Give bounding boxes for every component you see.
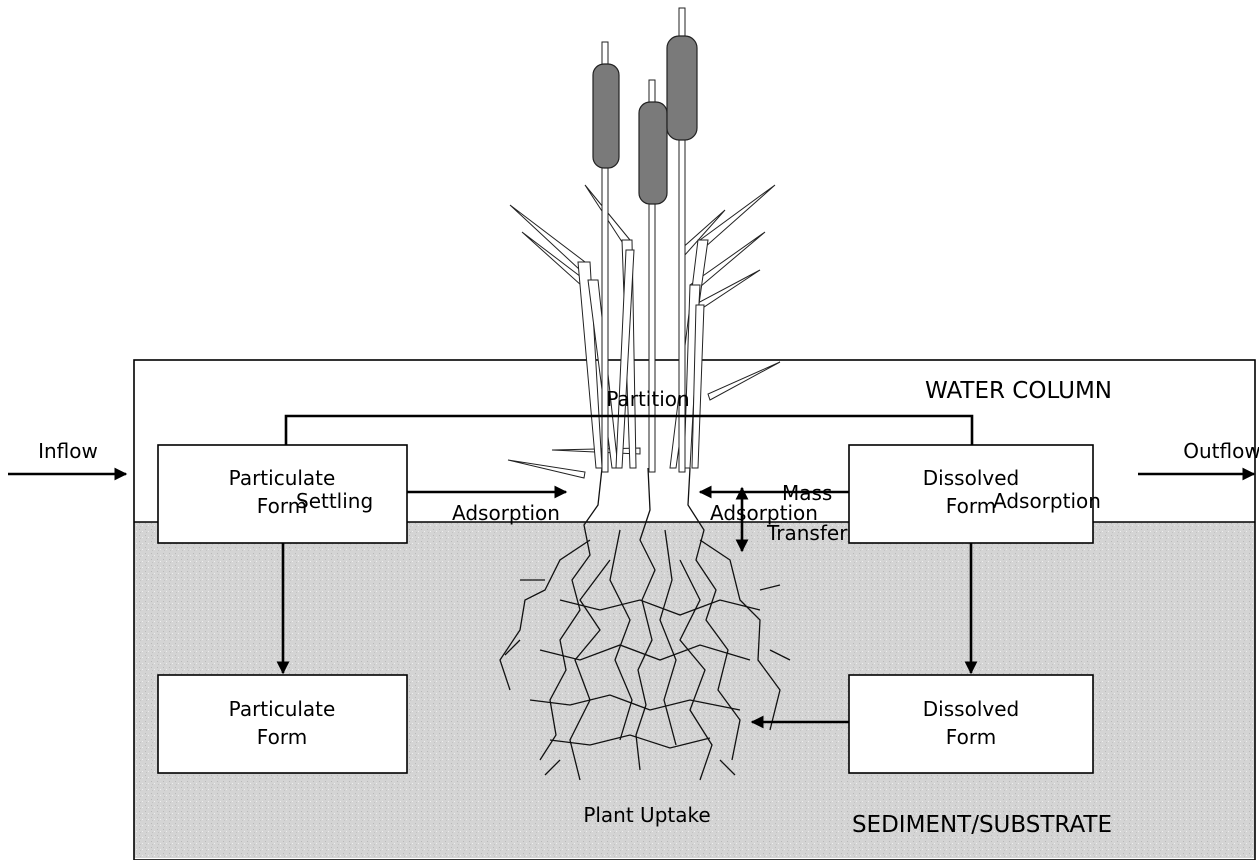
- plant-roots: [499, 467, 791, 781]
- inflow-label: Inflow: [38, 439, 98, 463]
- adsorption-right-label: Adsorption: [710, 501, 818, 525]
- cattail-plant: [507, 7, 781, 479]
- box-text-line: Particulate: [229, 697, 336, 721]
- settling-label: Settling: [296, 489, 373, 513]
- partition-line: [284, 414, 974, 445]
- box-text-line: Form: [257, 725, 307, 749]
- sediment-substrate-label: SEDIMENT/SUBSTRATE: [852, 812, 1112, 838]
- transfer-label: Transfer: [766, 521, 848, 545]
- adsorption-down-label: Adsorption: [993, 489, 1101, 513]
- adsorption-left-label: Adsorption: [452, 501, 560, 525]
- box-text-line: Dissolved: [923, 697, 1019, 721]
- box-text-line: Form: [257, 494, 307, 518]
- cattail-head: [666, 35, 698, 141]
- dissolved-form-water-box: Dissolved Form: [848, 444, 1094, 544]
- mass-label: Mass: [782, 481, 832, 505]
- cattail-head: [638, 101, 668, 205]
- particulate-form-water-box: Particulate Form: [157, 444, 408, 544]
- box-text-line: Form: [946, 725, 996, 749]
- outflow-label: Outflow: [1183, 439, 1259, 463]
- plant-uptake-label: Plant Uptake: [583, 803, 710, 827]
- box-text-line: Particulate: [229, 466, 336, 490]
- box-text-line: Dissolved: [923, 466, 1019, 490]
- particulate-form-sediment-box: Particulate Form: [157, 674, 408, 774]
- water-column-label: WATER COLUMN: [925, 378, 1112, 404]
- cattail-head: [592, 63, 620, 169]
- box-text-line: Form: [946, 494, 996, 518]
- partition-label: Partition: [606, 387, 689, 411]
- dissolved-form-sediment-box: Dissolved Form: [848, 674, 1094, 774]
